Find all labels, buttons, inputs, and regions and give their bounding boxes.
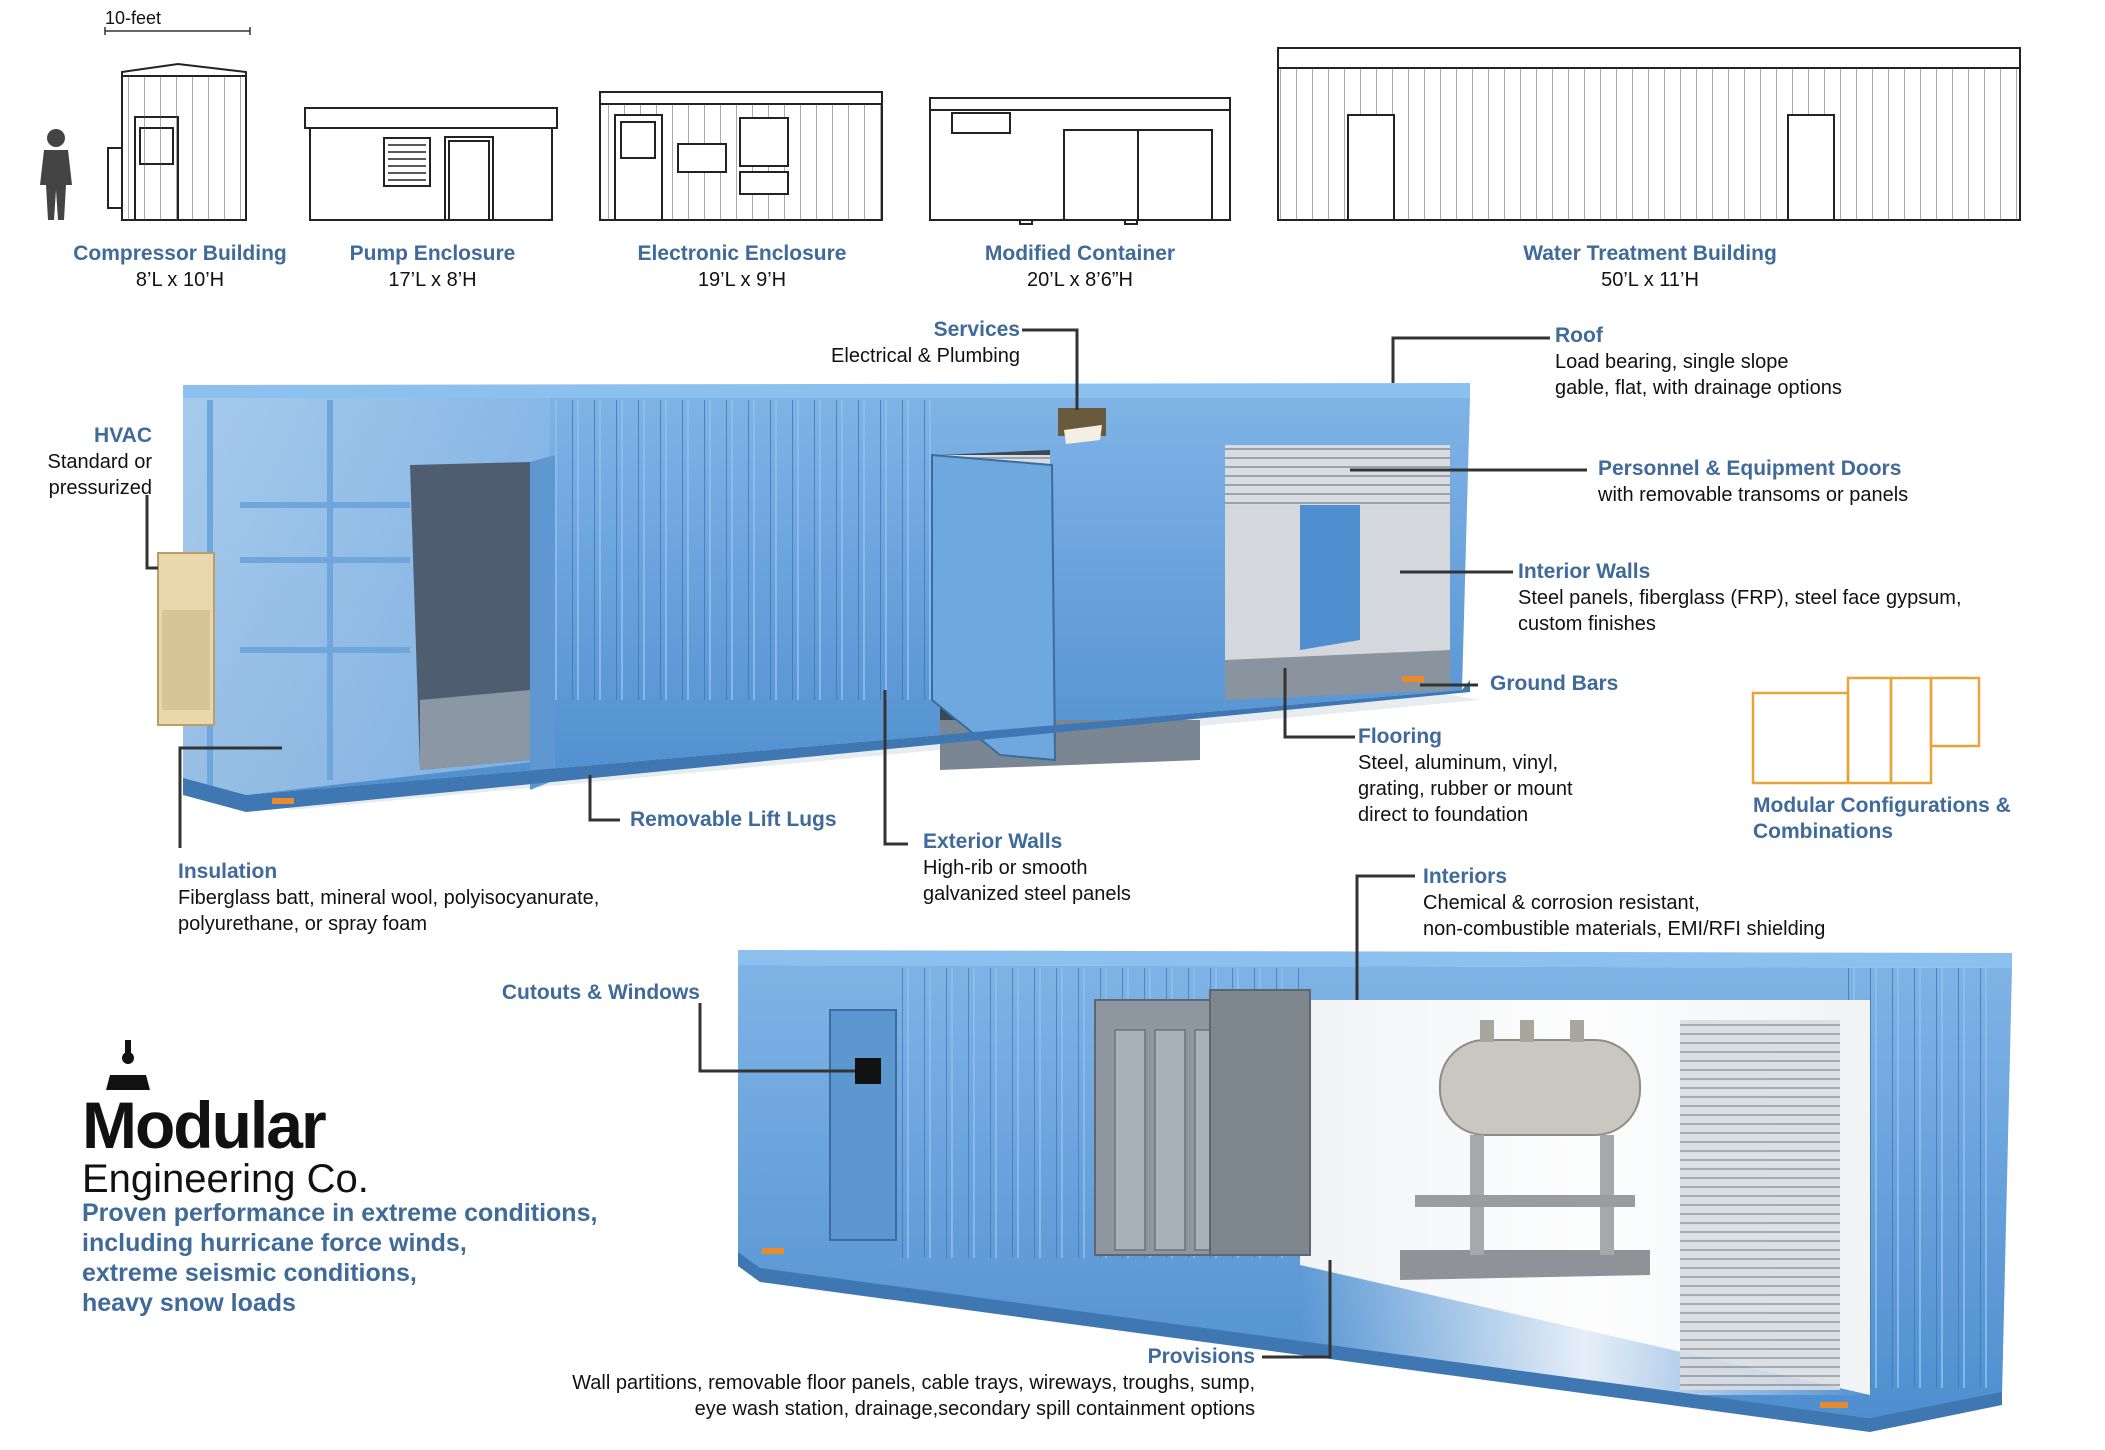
callout-desc: eye wash station, drainage,secondary spi… [694, 1398, 1255, 1420]
callout-title: Cutouts & Windows [501, 981, 700, 1004]
person-silhouette-icon [40, 129, 72, 220]
callout-roof: Roof Load bearing, single slope gable, f… [1555, 323, 1842, 401]
callout-desc: Fiberglass batt, mineral wool, polyisocy… [178, 887, 600, 909]
callout-desc: Load bearing, single slope [1555, 351, 1789, 373]
building-dims: 8’L x 10’H [135, 269, 225, 291]
callout-desc: Standard or [47, 451, 152, 473]
logo-mark-icon [106, 1040, 150, 1090]
callout-desc: High-rib or smooth [923, 857, 1088, 879]
callout-desc: with removable transoms or panels [1598, 484, 1909, 506]
callout-title: Personnel & Equipment Doors [1598, 457, 1902, 480]
tagline-line: extreme seismic conditions, [82, 1259, 417, 1287]
callout-title: Removable Lift Lugs [630, 808, 837, 831]
callout-title: Insulation [178, 860, 278, 883]
callout-title: Services [933, 318, 1020, 341]
callout-title: Interiors [1423, 865, 1508, 888]
callout-title: HVAC [94, 424, 152, 447]
callout-title: Modular Configurations & [1753, 794, 2011, 817]
callout-title: Flooring [1358, 725, 1442, 748]
callout-desc: Steel panels, fiberglass (FRP), steel fa… [1518, 587, 1962, 609]
building-label-compressor: Compressor Building 8’L x 10’H [60, 241, 300, 293]
scale-label: 10-feet [105, 8, 162, 28]
callout-modular-configurations: Modular Configurations & Combinations [1753, 793, 2011, 845]
bottom-building-illustration [738, 950, 2012, 1432]
callout-ground-bars: Ground Bars [1490, 671, 1618, 697]
tagline-line: Proven performance in extreme conditions… [82, 1199, 598, 1227]
callout-desc: Electrical & Plumbing [831, 345, 1020, 367]
callout-interior-walls: Interior Walls Steel panels, fiberglass … [1518, 559, 1962, 637]
callout-desc: polyurethane, or spray foam [178, 913, 428, 935]
callout-title: Combinations [1753, 820, 1893, 843]
callout-title: Provisions [1147, 1345, 1255, 1368]
building-name: Modified Container [984, 242, 1176, 265]
callout-insulation: Insulation Fiberglass batt, mineral wool… [178, 859, 599, 937]
callout-title: Roof [1555, 324, 1603, 347]
main-building-illustration [157, 383, 1480, 812]
callout-desc: gable, flat, with drainage options [1555, 377, 1842, 399]
building-name: Water Treatment Building [1523, 242, 1777, 265]
logo-sub-text: Engineering Co. [82, 1157, 369, 1201]
callout-provisions: Provisions Wall partitions, removable fl… [380, 1344, 1255, 1422]
building-label-pump: Pump Enclosure 17’L x 8’H [320, 241, 545, 293]
building-label-container: Modified Container 20’L x 8’6”H [930, 241, 1230, 293]
modular-configurations-icon [1751, 676, 1981, 785]
building-label-water-treatment: Water Treatment Building 50’L x 11’H [1450, 241, 1850, 293]
building-dims: 50’L x 11’H [1601, 269, 1699, 291]
building-name: Electronic Enclosure [637, 242, 847, 265]
compressor-building-drawing [107, 62, 247, 221]
callout-services: Services Electrical & Plumbing [700, 317, 1020, 369]
building-name: Pump Enclosure [349, 242, 516, 265]
modified-container-drawing [929, 97, 1231, 225]
pump-enclosure-drawing [304, 107, 558, 221]
callout-desc: custom finishes [1518, 613, 1656, 635]
tagline-line: including hurricane force winds, [82, 1229, 467, 1257]
callout-desc: Steel, aluminum, vinyl, [1358, 752, 1559, 774]
callout-doors: Personnel & Equipment Doors with removab… [1598, 456, 1908, 508]
callout-title: Interior Walls [1518, 560, 1651, 583]
callout-desc: direct to foundation [1358, 804, 1529, 826]
tagline: Proven performance in extreme conditions… [82, 1198, 597, 1318]
building-dims: 17’L x 8’H [388, 269, 477, 291]
building-name: Compressor Building [73, 242, 287, 265]
logo-main-text: Modular [82, 1088, 327, 1162]
company-logo: Modular Engineering Co. [82, 1092, 369, 1200]
callout-desc: Wall partitions, removable floor panels,… [572, 1372, 1255, 1394]
callout-desc: galvanized steel panels [923, 883, 1131, 905]
callout-desc: grating, rubber or mount [1358, 778, 1573, 800]
callout-desc: pressurized [48, 477, 152, 499]
callout-desc: non-combustible materials, EMI/RFI shiel… [1423, 918, 1826, 940]
water-treatment-building-drawing [1277, 47, 2021, 221]
building-label-electronic: Electronic Enclosure 19’L x 9’H [600, 241, 884, 293]
callout-flooring: Flooring Steel, aluminum, vinyl, grating… [1358, 724, 1573, 828]
building-dims: 20’L x 8’6”H [1027, 269, 1133, 291]
callout-title: Ground Bars [1490, 672, 1619, 695]
callout-desc: Chemical & corrosion resistant, [1423, 892, 1700, 914]
callout-interiors: Interiors Chemical & corrosion resistant… [1423, 864, 1825, 942]
electronic-enclosure-drawing [599, 91, 883, 221]
tagline-line: heavy snow loads [82, 1289, 296, 1317]
callout-exterior-walls: Exterior Walls High-rib or smooth galvan… [923, 829, 1131, 907]
callout-leaders [145, 328, 1587, 1359]
callout-lift-lugs: Removable Lift Lugs [630, 807, 837, 833]
callout-cutouts: Cutouts & Windows [440, 980, 700, 1006]
callout-hvac: HVAC Standard or pressurized [20, 423, 152, 501]
building-dims: 19’L x 9’H [697, 269, 787, 291]
scale-bar [104, 27, 251, 35]
callout-title: Exterior Walls [923, 830, 1063, 853]
